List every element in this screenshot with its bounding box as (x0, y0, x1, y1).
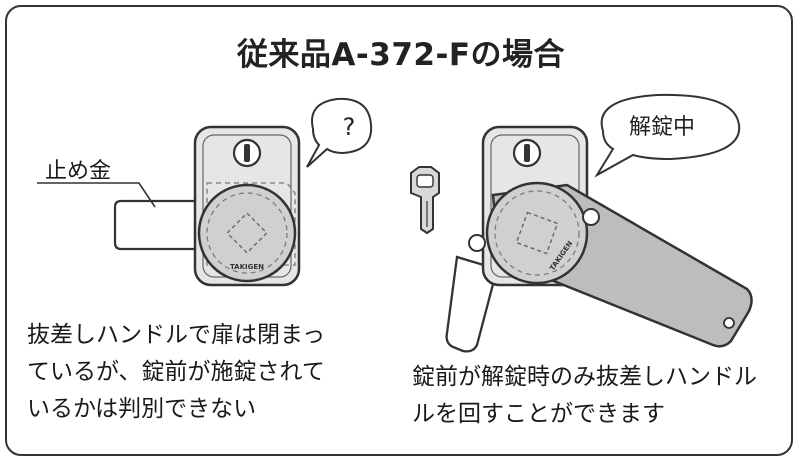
right-speech-bubble (594, 93, 741, 178)
stopper-label: 止め金 (45, 159, 112, 184)
right-lock-assembly: TAKIGEN (445, 93, 753, 353)
key-icon (410, 166, 440, 235)
right-caption-line: 錠前が解錠時のみ抜差しハンドル (412, 364, 757, 390)
left-lock-assembly: TAKIGEN (37, 97, 373, 287)
right-knob (485, 181, 589, 285)
illustration: TAKIGEN TAKIGEN (37, 93, 753, 353)
left-knob (197, 183, 297, 283)
left-caption-line: ているが、錠前が施錠されて (27, 359, 325, 385)
right-caption-line: ルを回すことができます (412, 401, 665, 427)
left-caption-line: いるかは判別できない (27, 396, 257, 422)
right-lower-handle (445, 255, 499, 353)
left-keyhole-icon (244, 144, 250, 162)
stopper-leader-line (37, 182, 156, 208)
right-keyhole-icon (524, 144, 530, 162)
right-bubble-text: 解錠中 (628, 115, 695, 140)
left-caption-line: 抜差しハンドルで扉は閉まっ (27, 322, 326, 348)
left-speech-bubble (306, 97, 373, 168)
diagram-title: 従来品A-372-Fの場合 (236, 37, 566, 73)
left-brand-mark: TAKIGEN (230, 263, 264, 271)
stopper-plate (113, 199, 205, 251)
left-caption: 抜差しハンドルで扉は閉まっ ているが、錠前が施錠されて いるかは判別できない (27, 317, 387, 428)
diagram-frame: 従来品A-372-Fの場合 TAKIGEN (5, 5, 793, 456)
right-caption: 錠前が解錠時のみ抜差しハンドル ルを回すことができます (412, 359, 791, 433)
left-bubble-text: ? (342, 113, 356, 141)
